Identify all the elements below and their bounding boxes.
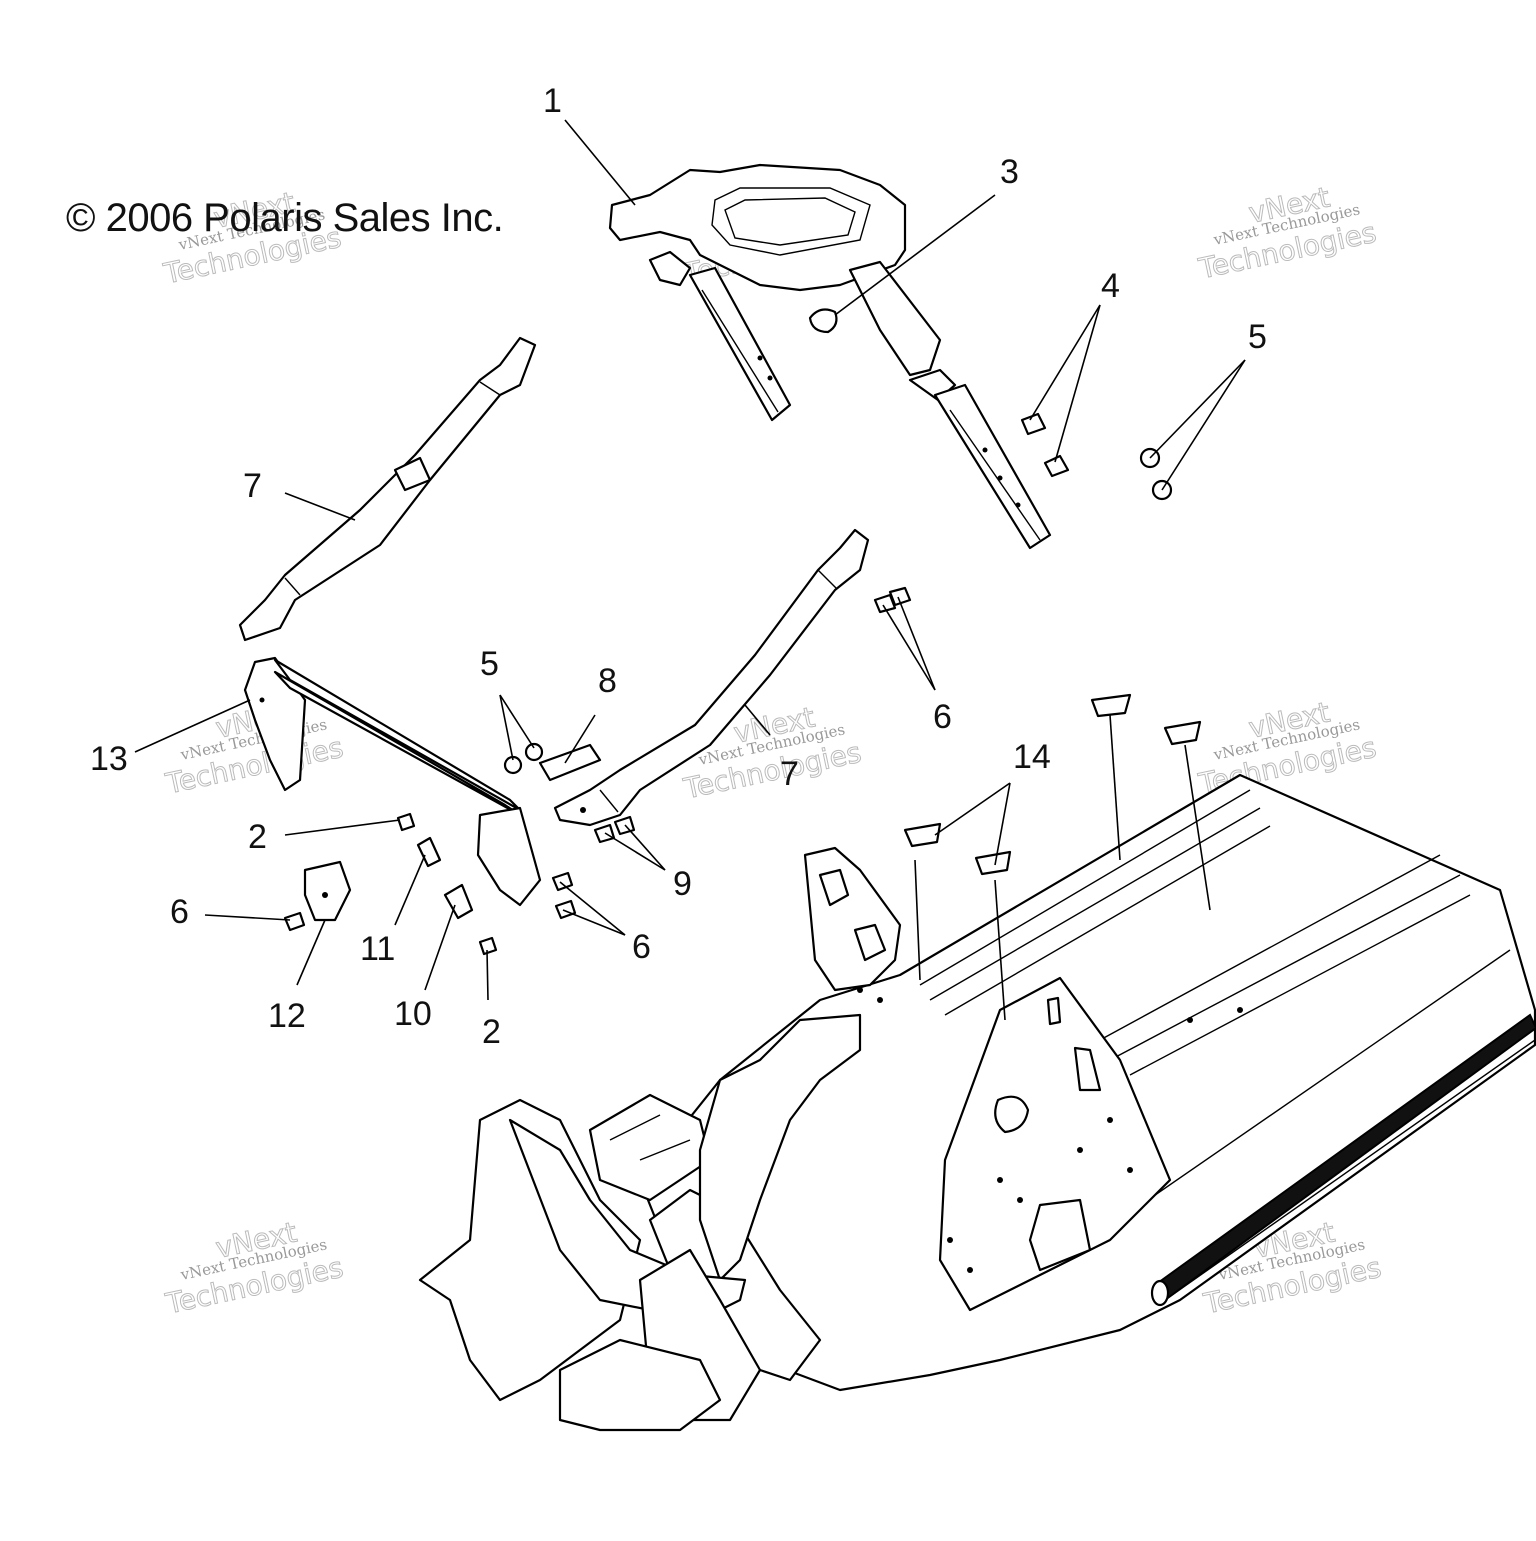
callout-6: 6 <box>632 928 651 966</box>
hardware-part-8-plate <box>538 743 602 782</box>
hardware-part-14-pads <box>903 693 1202 876</box>
callout-7: 7 <box>780 755 799 793</box>
watermark-bottom-left: vNext vNext Technologies Technologies <box>162 1215 347 1321</box>
callout-8: 8 <box>598 662 617 700</box>
main-chassis-tunnel <box>418 773 1536 1432</box>
watermark-top-right: vNext vNext Technologies Technologies <box>1195 180 1380 286</box>
leader-lines <box>134 119 1246 1021</box>
callout-1: 1 <box>543 82 562 120</box>
callout-2: 2 <box>482 1013 501 1051</box>
callout-14: 14 <box>1013 738 1051 776</box>
copyright-notice: © 2006 Polaris Sales Inc. <box>66 196 504 240</box>
hardware-part-11-clip <box>416 836 442 868</box>
part-7-lower-strut <box>553 528 870 827</box>
hardware-part-4-bolts <box>1020 412 1070 478</box>
callout-12: 12 <box>268 997 306 1035</box>
callout-9: 9 <box>673 865 692 903</box>
callout-5: 5 <box>1248 318 1267 356</box>
rear-axle-tube <box>1150 1013 1536 1307</box>
hardware-part-2-rivets <box>396 812 498 956</box>
callout-labels: 1 3 4 5 7 5 8 6 13 14 2 9 6 11 6 12 10 2… <box>90 82 1267 1051</box>
callout-2: 2 <box>248 818 267 856</box>
callout-10: 10 <box>394 995 432 1033</box>
hardware-part-10-plate <box>443 883 474 920</box>
callout-6: 6 <box>170 893 189 931</box>
callout-6: 6 <box>933 698 952 736</box>
part-13-cross-bar <box>243 656 542 907</box>
callout-4: 4 <box>1101 267 1120 305</box>
hardware-part-6-bolts <box>283 586 912 932</box>
callout-7: 7 <box>243 467 262 505</box>
watermark-mid-right: vNext vNext Technologies Technologies <box>1195 695 1380 801</box>
callout-5: 5 <box>480 645 499 683</box>
callout-3: 3 <box>1000 153 1019 191</box>
part-1-steering-post <box>608 163 1052 550</box>
hardware-part-12-bracket <box>303 860 352 922</box>
callout-11: 11 <box>360 930 395 968</box>
callout-13: 13 <box>90 740 128 778</box>
part-7-upper-strut <box>238 336 537 642</box>
